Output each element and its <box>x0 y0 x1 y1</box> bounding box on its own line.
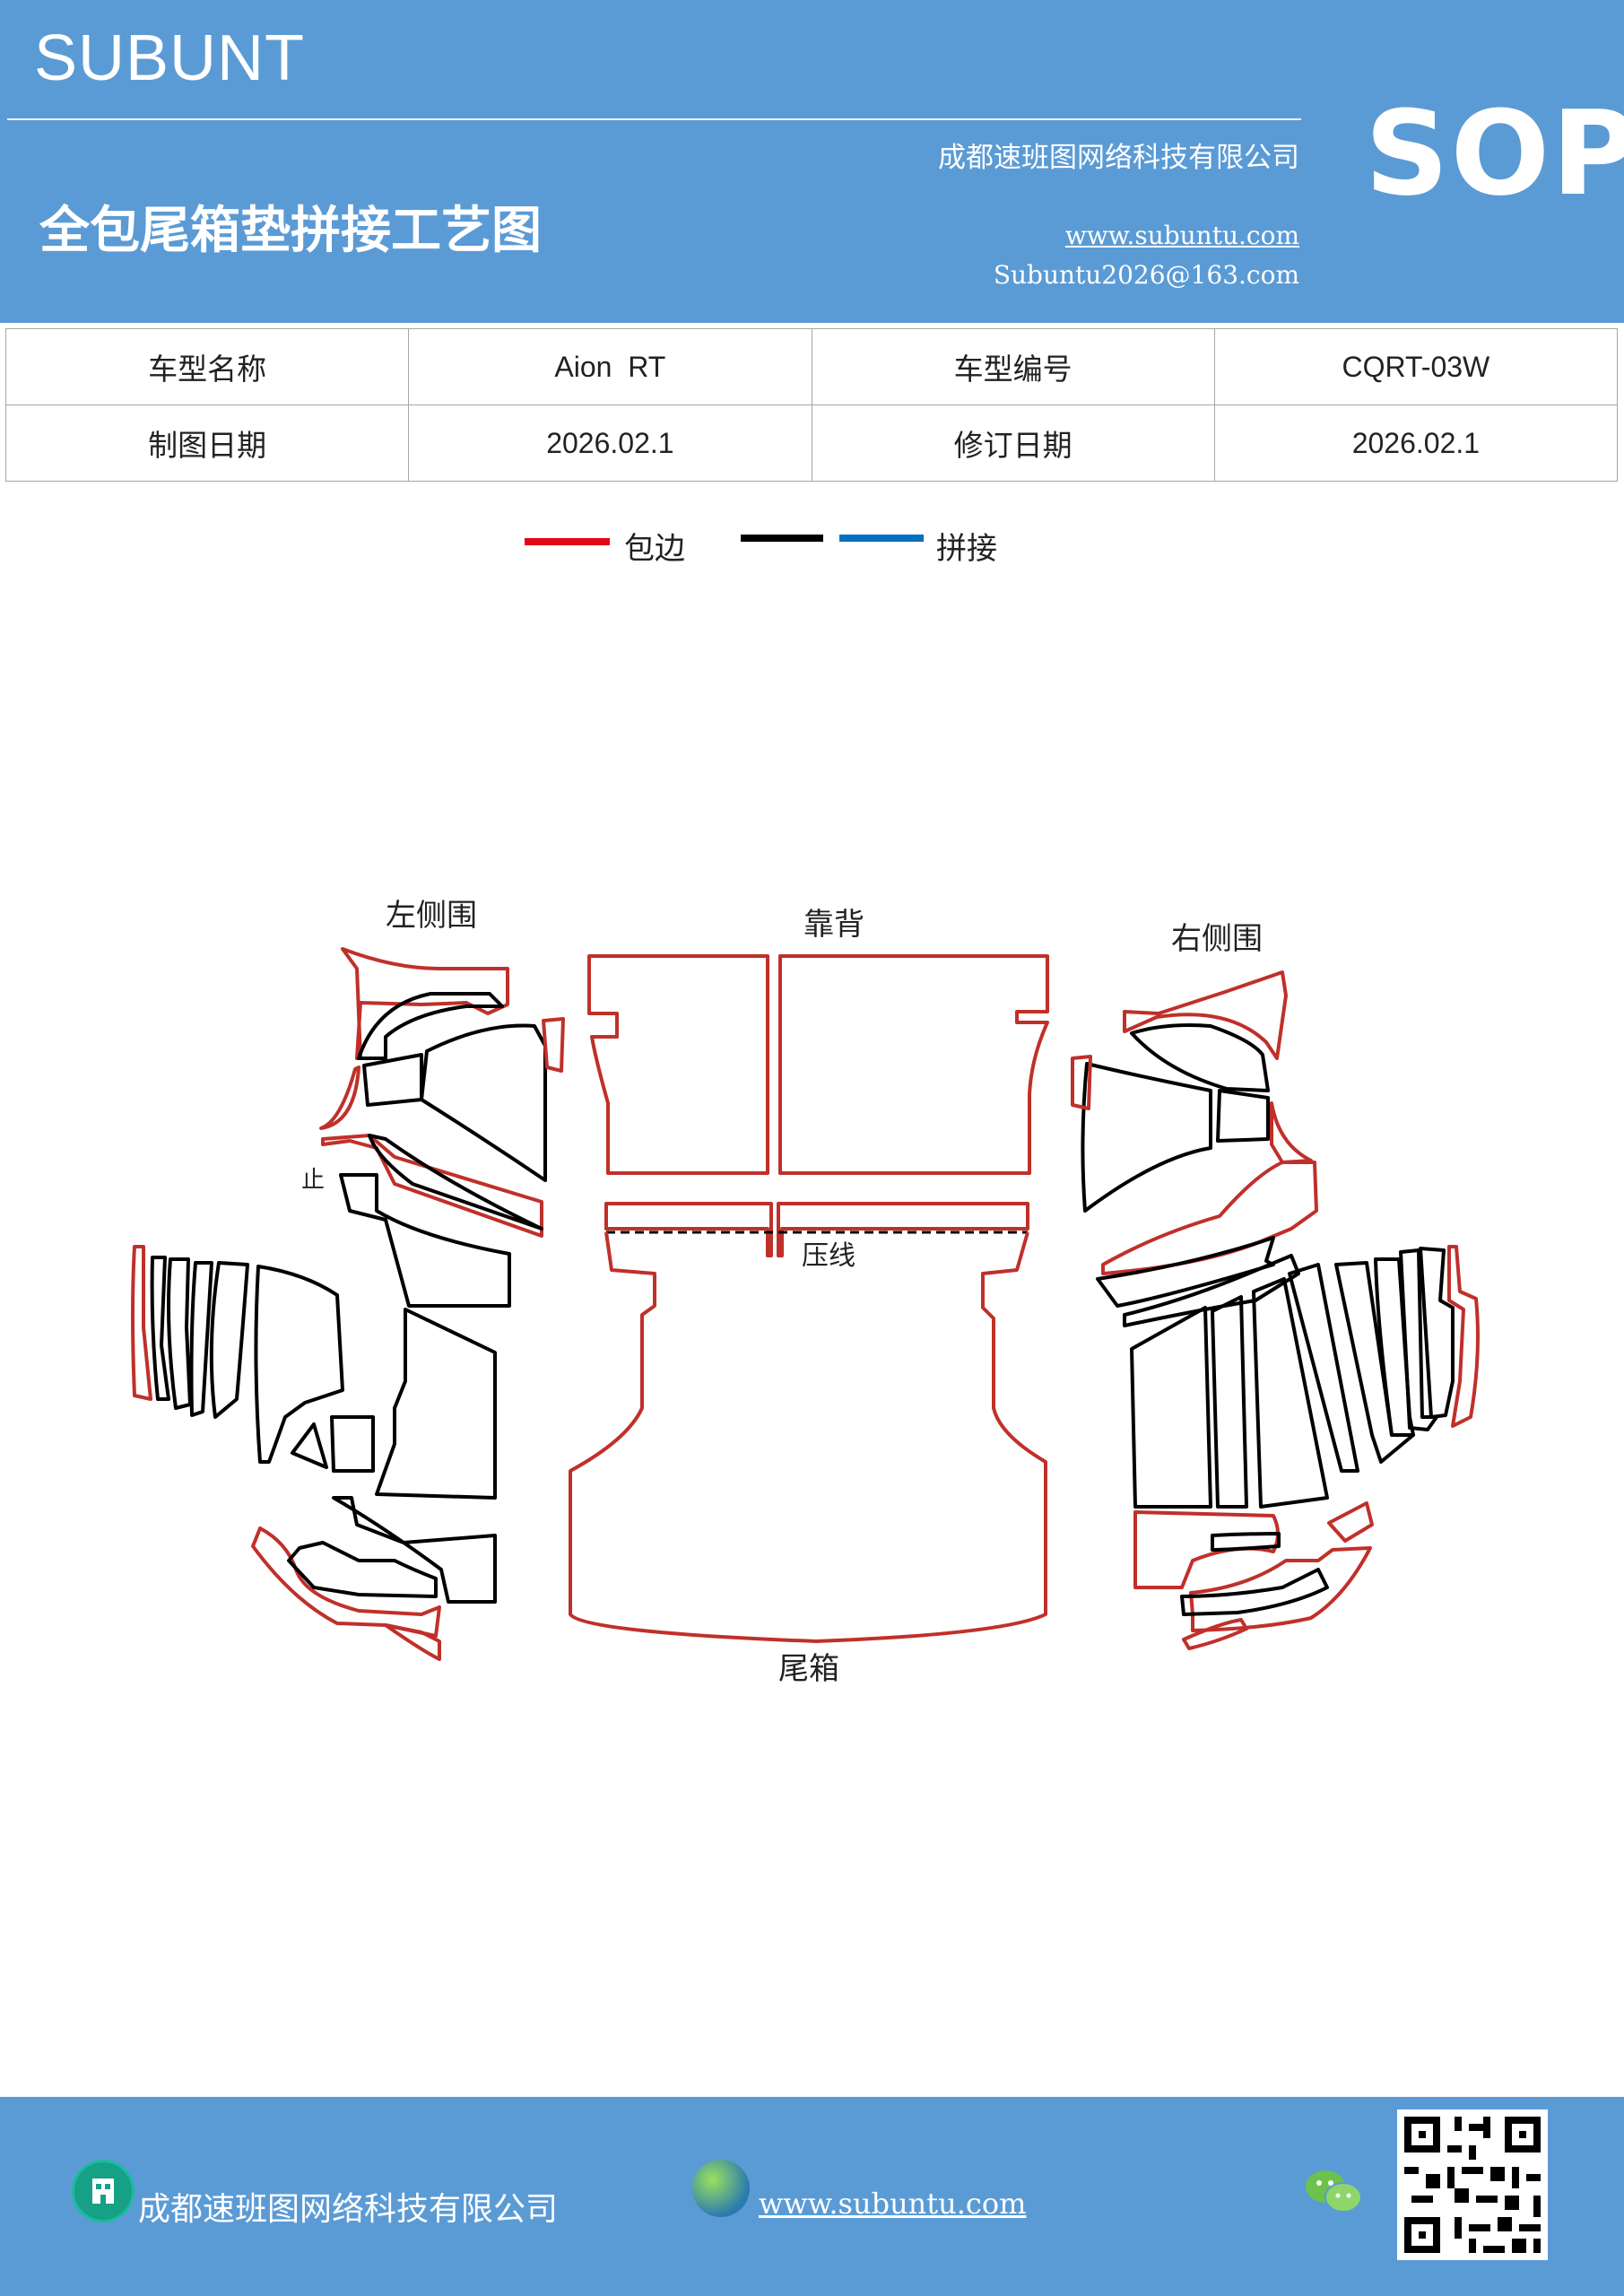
left-top-flap <box>341 947 509 1060</box>
draw-date-label: 制图日期 <box>4 404 410 482</box>
header-divider <box>7 118 1301 120</box>
header-banner: SUBUNT 成都速班图网络科技有限公司 SOP 全包尾箱垫拼接工艺图 www.… <box>0 0 1624 323</box>
right-piece-4 <box>1270 1101 1313 1164</box>
qr-code-icon[interactable] <box>1397 2109 1548 2260</box>
back-label: 靠背 <box>803 907 864 943</box>
trunk-label: 尾箱 <box>778 1651 839 1687</box>
right-bottom-flap <box>1189 1546 1372 1632</box>
left-foot <box>384 1623 441 1661</box>
legend-splice-label: 拼接 <box>936 531 997 567</box>
revise-date-value: 2026.02.1 <box>1213 404 1619 482</box>
right-small-tab <box>1071 1055 1092 1110</box>
document-title: 全包尾箱垫拼接工艺图 <box>39 201 542 260</box>
left-piece-2 <box>362 1053 423 1107</box>
right-piece-2 <box>1081 1062 1212 1213</box>
left-piece-7 <box>339 1173 511 1308</box>
splice-diagram: 左侧围 靠背 右侧围 压线 尾箱 止 <box>131 898 1480 1687</box>
right-strip-5 <box>1374 1257 1415 1437</box>
right-strip-7 <box>1419 1247 1455 1419</box>
crease-strip-left <box>604 1202 773 1257</box>
back-panel-left <box>587 954 769 1175</box>
left-strip-4 <box>189 1261 213 1417</box>
left-piece-9 <box>375 1308 497 1500</box>
right-piece-6 <box>1096 1236 1275 1308</box>
info-table: 车型名称 Aion RT 车型编号 CQRT-03W 制图日期 2026.02.… <box>4 328 1619 482</box>
brand-name: SUBUNT <box>34 22 306 94</box>
right-strip-1 <box>1211 1295 1248 1509</box>
left-piece-5 <box>321 1134 543 1238</box>
right-piece-8 <box>1130 1306 1212 1509</box>
legend-splice-swatch <box>839 535 924 542</box>
legend-black-swatch <box>741 535 823 542</box>
sop-badge: SOP <box>1365 85 1624 222</box>
building-icon <box>72 2160 135 2222</box>
right-side-label: 右侧围 <box>1171 921 1263 957</box>
right-piece-7 <box>1123 1254 1300 1327</box>
left-small-tab <box>542 1017 565 1073</box>
globe-icon <box>692 2160 750 2217</box>
trunk-panel <box>569 1231 1047 1643</box>
footer-banner: 成都速班图网络科技有限公司 www.subuntu.com <box>0 2097 1624 2296</box>
header-company: 成都速班图网络科技有限公司 <box>938 142 1299 174</box>
wechat-icon <box>1302 2165 1365 2219</box>
model-name-label: 车型名称 <box>4 328 410 405</box>
right-piece-3 <box>1216 1089 1270 1143</box>
legend: 包边 拼接 <box>0 520 1624 574</box>
left-piece-8 <box>254 1265 344 1464</box>
back-panel-right <box>778 954 1049 1175</box>
left-piece-3 <box>420 1023 547 1182</box>
table-row: 车型名称 Aion RT 车型编号 CQRT-03W <box>4 328 1619 405</box>
crease-strip-right <box>777 1202 1029 1257</box>
left-piece-10 <box>332 1496 497 1604</box>
right-top-flap <box>1123 970 1288 1060</box>
revise-date-label: 修订日期 <box>811 404 1215 482</box>
header-email: Subuntu2026@163.com <box>993 260 1299 290</box>
header-website-link[interactable]: www.subuntu.com <box>1064 221 1299 250</box>
table-row: 制图日期 2026.02.1 修订日期 2026.02.1 <box>4 404 1619 482</box>
left-bottom-flap <box>251 1526 441 1638</box>
left-strip-5 <box>209 1261 249 1419</box>
left-side-label: 左侧围 <box>386 898 477 934</box>
left-strip-1 <box>131 1245 152 1401</box>
left-piece-6 <box>368 1134 543 1231</box>
left-strip-2 <box>150 1256 170 1401</box>
right-piece-10 <box>1211 1532 1281 1552</box>
legend-edge-label: 包边 <box>624 531 685 567</box>
draw-date-value: 2026.02.1 <box>408 404 812 482</box>
left-tri-2 <box>330 1415 375 1473</box>
footer-company: 成都速班图网络科技有限公司 <box>138 2191 559 2228</box>
stop-mark: 止 <box>301 1167 325 1194</box>
footer-website-link[interactable]: www.subuntu.com <box>759 2187 1027 2221</box>
model-code-value: CQRT-03W <box>1213 328 1619 405</box>
right-piece-9 <box>1133 1510 1280 1589</box>
right-strip-3 <box>1288 1263 1359 1473</box>
left-strip-3 <box>167 1257 192 1410</box>
right-strip-2 <box>1252 1277 1329 1509</box>
legend-edge-swatch <box>525 538 610 545</box>
right-bottom-piece <box>1180 1568 1329 1616</box>
left-tri-1 <box>291 1422 328 1469</box>
left-bottom-piece <box>287 1541 438 1598</box>
crease-label: 压线 <box>802 1240 855 1272</box>
left-piece-4 <box>319 1065 360 1130</box>
right-small-box <box>1327 1501 1374 1543</box>
model-code-label: 车型编号 <box>811 328 1215 405</box>
model-name-value: Aion RT <box>408 328 812 405</box>
left-piece-1 <box>357 992 504 1060</box>
right-piece-1 <box>1130 1023 1270 1092</box>
right-strip-8 <box>1447 1245 1480 1428</box>
right-foot <box>1182 1618 1248 1650</box>
